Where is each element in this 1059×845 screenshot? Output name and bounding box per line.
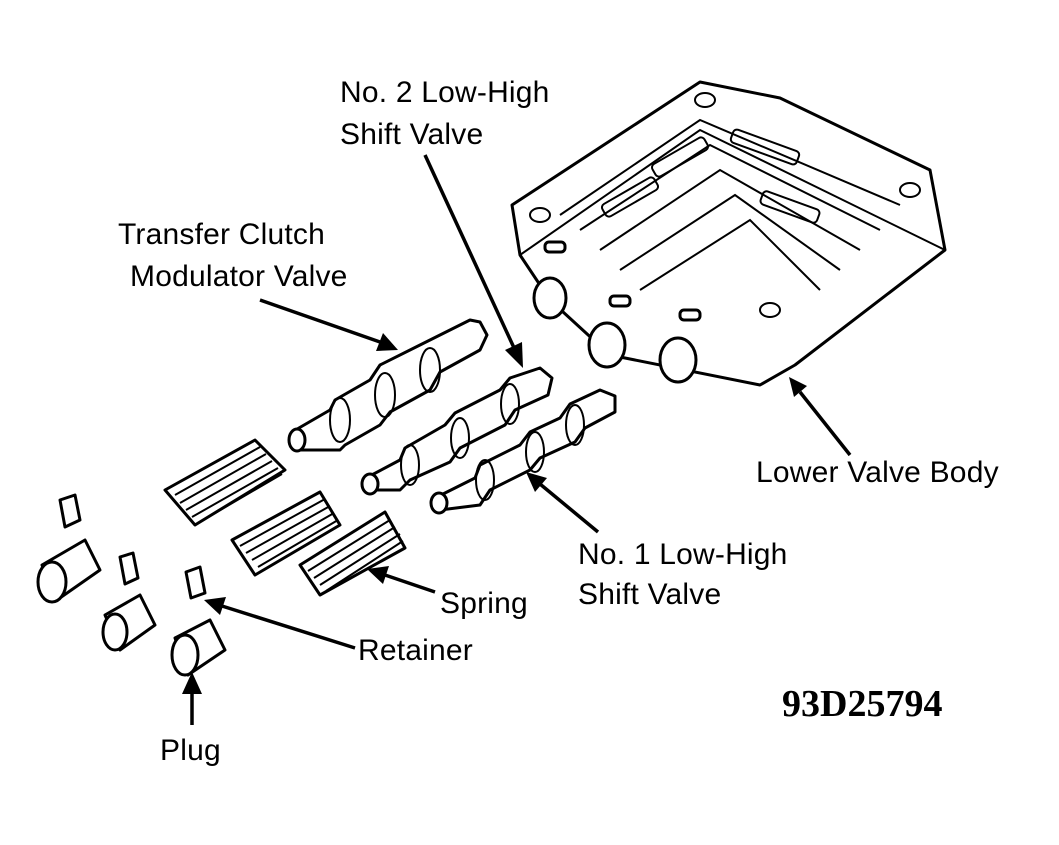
spring-2-drawing xyxy=(230,490,342,577)
lower-valve-body-drawing xyxy=(510,80,947,387)
figure-code: 93D25794 xyxy=(782,683,943,725)
label-plug: Plug xyxy=(160,734,221,767)
plug-3-drawing xyxy=(170,565,227,677)
label-no2-line1: No. 2 Low-High xyxy=(340,76,550,109)
label-retainer: Retainer xyxy=(358,634,473,667)
spring-1-drawing xyxy=(163,438,287,527)
transfer-clutch-modulator-valve-drawing xyxy=(287,318,489,453)
plug-1-drawing xyxy=(36,493,102,604)
label-transfer-line1: Transfer Clutch xyxy=(118,218,325,251)
label-spring: Spring xyxy=(440,587,528,620)
plug-2-drawing xyxy=(101,551,157,652)
label-no1-line1: No. 1 Low-High xyxy=(578,538,788,571)
label-no2-line2: Shift Valve xyxy=(340,118,484,151)
label-no1-line2: Shift Valve xyxy=(578,578,722,611)
spring-3-drawing xyxy=(298,510,407,597)
label-transfer-line2: Modulator Valve xyxy=(130,260,348,293)
label-lower-valve-body: Lower Valve Body xyxy=(756,456,999,489)
leader-arrows xyxy=(182,154,852,725)
no2-shift-valve-drawing xyxy=(360,366,554,496)
no1-shift-valve-drawing xyxy=(429,388,617,515)
